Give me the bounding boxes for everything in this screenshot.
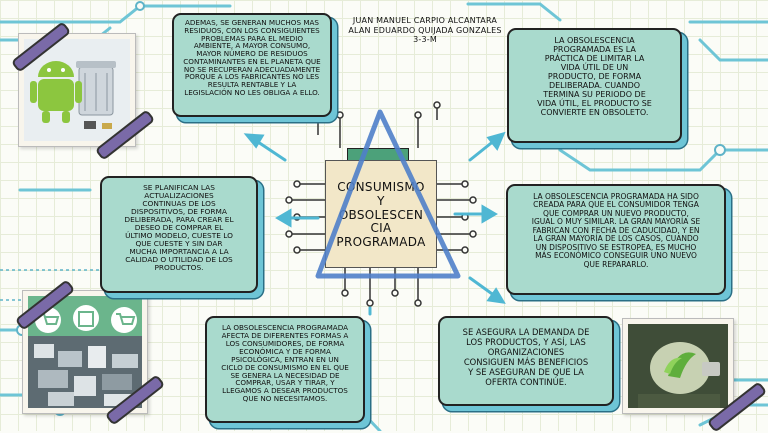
box-line: ORGANIZACIONES bbox=[445, 347, 607, 357]
box-line: LOS PRODUCTOS, Y ASÍ, LAS bbox=[445, 337, 607, 347]
box-planned-updates: SE PLANIFICAN LAS ACTUALIZACIONES CONTIN… bbox=[100, 176, 258, 293]
lightbulb-icon bbox=[628, 324, 728, 408]
box-line: Y SE ASEGURAN DE QUE LA bbox=[445, 367, 607, 377]
box-demand: SE ASEGURA LA DEMANDA DE LOS PRODUCTOS, … bbox=[438, 316, 614, 406]
box-new-product: LA OBSOLESCENCIA PROGRAMADA HA SIDO CREA… bbox=[506, 184, 726, 295]
box-line: QUE NO NECESITAMOS. bbox=[212, 395, 358, 403]
author-name: ALAN EDUARDO QUIJADA GONZALES bbox=[345, 26, 505, 36]
photo-lightbulb bbox=[622, 318, 734, 414]
author-name: JUAN MANUEL CARPIO ALCANTARA bbox=[345, 16, 505, 26]
box-definition: LA OBSOLESCENCIA PROGRAMADA ES LA PRÁCTI… bbox=[507, 28, 682, 143]
box-line: SE ASEGURA LA DEMANDA DE bbox=[445, 327, 607, 337]
box-consumer-effects: LA OBSOLESCENCIA PROGRAMADA AFECTA DE DI… bbox=[205, 316, 365, 423]
box-line: OFERTA CONTINÚE. bbox=[445, 377, 607, 387]
authors: JUAN MANUEL CARPIO ALCANTARA ALAN EDUARD… bbox=[345, 16, 505, 45]
box-line: CONVIERTE EN OBSOLETO. bbox=[515, 109, 674, 118]
box-line: LEGISLACIÓN NO LES OBLIGA A ELLO. bbox=[179, 89, 325, 97]
box-environmental-waste: ADEMAS, SE GENERAN MUCHOS MAS RESIDUOS, … bbox=[172, 13, 332, 117]
box-line: PRODUCTOS. bbox=[107, 264, 251, 272]
box-line: QUE REPARARLO. bbox=[512, 261, 720, 269]
box-line: CONSIGUEN MÁS BENEFICIOS bbox=[445, 357, 607, 367]
group-code: 3-3-M bbox=[345, 35, 505, 45]
